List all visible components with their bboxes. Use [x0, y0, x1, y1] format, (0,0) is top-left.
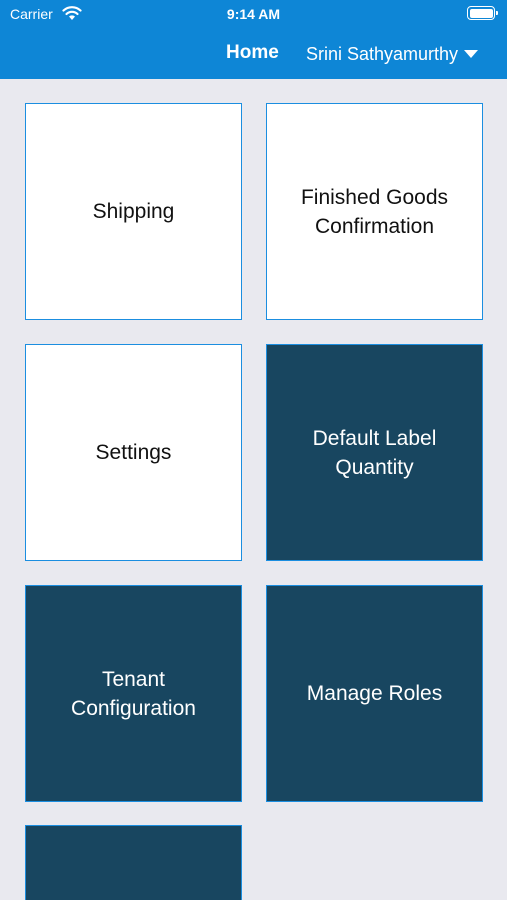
tile-label: Tenant Configuration [71, 667, 196, 720]
tile-label: Manage Roles [306, 682, 443, 705]
home-link[interactable]: Home [226, 42, 279, 63]
nav-bar: Home Srini Sathyamurthy [0, 28, 507, 79]
tile-label: Finished Goods Confirmation [300, 185, 449, 238]
battery-icon [467, 6, 498, 20]
wifi-icon [62, 6, 82, 20]
tile-manage-roles[interactable]: Manage Roles [266, 585, 483, 802]
carrier-label: Carrier [10, 6, 53, 22]
tile-partial[interactable] [25, 825, 242, 900]
user-name-label: Srini Sathyamurthy [306, 43, 459, 64]
tile-settings[interactable]: Settings [25, 344, 242, 561]
caret-down-icon [464, 50, 479, 58]
tile-shipping[interactable]: Shipping [25, 103, 242, 320]
tile-label: Settings [95, 441, 172, 464]
tile-tenant-configuration[interactable]: Tenant Configuration [25, 585, 242, 802]
status-bar: Carrier 9:14 AM [0, 0, 507, 28]
tile-label: Shipping [92, 200, 175, 223]
tile-label: Default Label Quantity [312, 426, 437, 479]
user-menu-button[interactable]: Srini Sathyamurthy [306, 43, 479, 65]
status-time: 9:14 AM [226, 6, 281, 22]
app-header: Carrier 9:14 AM Home Srini Sathyamurthy [0, 0, 507, 79]
tile-finished-goods-confirmation[interactable]: Finished Goods Confirmation [266, 103, 483, 320]
tile-default-label-quantity[interactable]: Default Label Quantity [266, 344, 483, 561]
